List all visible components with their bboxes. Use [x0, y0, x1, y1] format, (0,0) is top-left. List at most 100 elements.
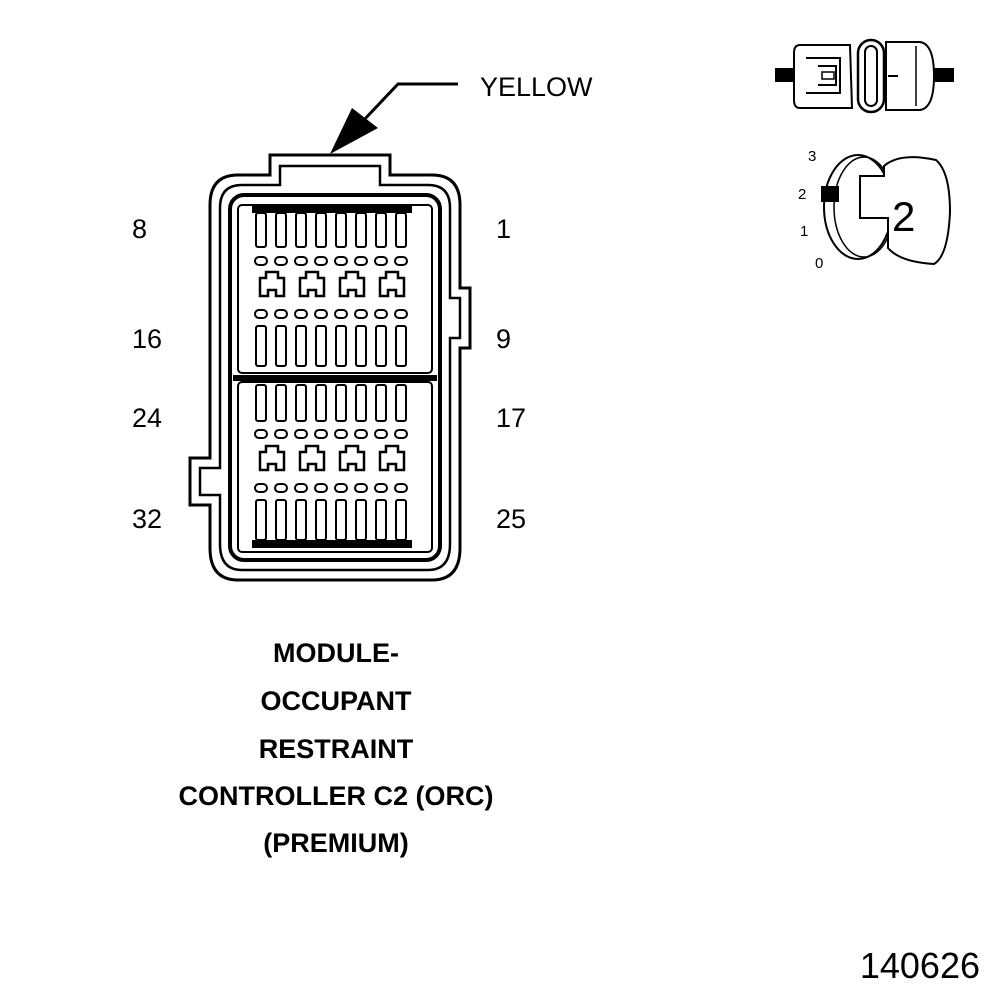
pin-label-9: 9 — [496, 324, 512, 354]
terminal-dot — [354, 256, 368, 266]
terminal-dot — [254, 483, 268, 493]
terminal-slot — [295, 499, 307, 541]
terminal-dot — [334, 429, 348, 439]
connector-title-line-3: RESTRAINT — [258, 734, 414, 764]
terminal-dot — [394, 429, 408, 439]
index-scale-2: 2 — [798, 186, 807, 203]
terminal-dot — [294, 256, 308, 266]
terminal-slot — [295, 212, 307, 248]
top-lock-bar — [252, 205, 412, 213]
terminal-slot — [255, 325, 267, 367]
pin-label-16: 16 — [132, 324, 163, 354]
terminal-dot — [354, 483, 368, 493]
pin-label-1: 1 — [496, 214, 512, 244]
terminal-dot — [394, 483, 408, 493]
terminal-dot — [354, 309, 368, 319]
cavity-index-icon — [821, 154, 952, 266]
connector-housing-inner — [198, 164, 462, 572]
terminal-slot — [255, 212, 267, 248]
terminal-slot — [355, 499, 367, 541]
terminal-dot — [274, 256, 288, 266]
terminal-dot — [294, 429, 308, 439]
terminal-slot — [255, 384, 267, 422]
cavity-field — [228, 193, 442, 562]
terminal-slot — [275, 384, 287, 422]
terminal-dot — [394, 256, 408, 266]
terminal-slot — [275, 499, 287, 541]
terminal-slot — [315, 384, 327, 422]
terminal-lock — [258, 444, 286, 472]
index-scale-0: 0 — [815, 255, 824, 272]
terminal-slot — [315, 212, 327, 248]
terminal-slot — [275, 212, 287, 248]
terminal-dot — [294, 309, 308, 319]
terminal-dot — [314, 309, 328, 319]
terminal-slot — [375, 212, 387, 248]
terminal-dot — [314, 256, 328, 266]
terminal-dot — [374, 309, 388, 319]
terminal-dot — [334, 256, 348, 266]
terminal-lock — [338, 444, 366, 472]
terminal-slot — [375, 325, 387, 367]
bottom-lock-bar — [252, 540, 412, 548]
pin-label-32: 32 — [132, 504, 163, 534]
terminal-slot — [395, 212, 407, 248]
connector-housing-outer — [188, 153, 472, 582]
terminal-slot — [315, 325, 327, 367]
color-leader-line — [360, 82, 458, 124]
connector-title-line-2: OCCUPANT — [260, 686, 412, 716]
connector-title-line-1: MODULE- — [273, 638, 399, 668]
terminal-lock — [298, 270, 326, 298]
terminal-dot — [314, 429, 328, 439]
pin-label-25: 25 — [496, 504, 527, 534]
terminal-dot — [394, 309, 408, 319]
terminal-slot — [355, 384, 367, 422]
terminal-slot — [395, 499, 407, 541]
terminal-slot — [335, 212, 347, 248]
terminal-slot — [395, 384, 407, 422]
terminal-dot — [354, 429, 368, 439]
terminal-dot — [274, 429, 288, 439]
wire-color-label: YELLOW — [480, 72, 593, 102]
terminal-dot — [334, 309, 348, 319]
terminal-dot — [374, 256, 388, 266]
terminal-slot — [355, 325, 367, 367]
terminal-lock — [378, 444, 406, 472]
terminal-lock — [378, 270, 406, 298]
terminal-slot — [335, 384, 347, 422]
terminal-slot — [335, 499, 347, 541]
terminal-slot — [295, 384, 307, 422]
terminal-slot — [295, 325, 307, 367]
terminal-slot — [355, 212, 367, 248]
terminal-dot — [374, 483, 388, 493]
connector-title-line-4: CONTROLLER C2 (ORC) — [178, 781, 494, 811]
figure-number: 140626 — [859, 945, 980, 986]
terminal-slot — [375, 499, 387, 541]
terminal-slot — [395, 325, 407, 367]
terminal-dot — [254, 309, 268, 319]
index-scale-1: 1 — [800, 223, 809, 240]
index-scale-3: 3 — [808, 148, 817, 165]
terminal-side-view-icon — [775, 38, 954, 114]
cavity-index-value: 2 — [892, 193, 916, 240]
terminal-slot — [375, 384, 387, 422]
terminal-cavities — [254, 212, 408, 541]
terminal-dot — [254, 429, 268, 439]
terminal-dot — [254, 256, 268, 266]
color-leader-arrowhead — [330, 108, 378, 154]
terminal-lock — [258, 270, 286, 298]
terminal-slot — [315, 499, 327, 541]
terminal-slot — [255, 499, 267, 541]
terminal-lock — [298, 444, 326, 472]
pin-label-8: 8 — [132, 214, 148, 244]
terminal-slot — [335, 325, 347, 367]
connector-title-line-5: (PREMIUM) — [263, 828, 409, 858]
terminal-dot — [334, 483, 348, 493]
pin-label-17: 17 — [496, 403, 527, 433]
lower-half-inner — [237, 381, 433, 553]
index-marker — [821, 186, 839, 202]
terminal-dot — [274, 483, 288, 493]
pin-label-24: 24 — [132, 403, 163, 433]
terminal-dot — [314, 483, 328, 493]
